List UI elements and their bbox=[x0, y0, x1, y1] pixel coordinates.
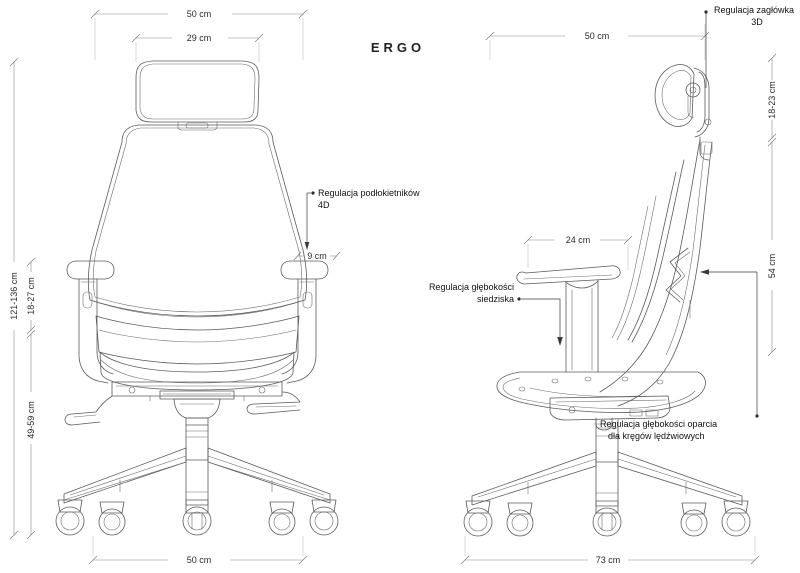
dim-front-headrest-width: 29 cm bbox=[131, 33, 264, 62]
side-gas-lift bbox=[595, 419, 619, 463]
dim-label-front-seat-height: 49-59 cm bbox=[26, 401, 36, 439]
side-armrest bbox=[516, 265, 621, 373]
annotation-armrest: Regulacja podłokietników 4D bbox=[304, 188, 420, 250]
dim-front-armrest-height: 18-27 cm bbox=[26, 257, 36, 335]
dim-label-side-backrest-height: 54 cm bbox=[767, 254, 777, 279]
annotation-headrest-line1: Regulacja zagłówka bbox=[714, 5, 794, 15]
front-armrest-right bbox=[280, 260, 329, 384]
dim-front-top-overall: 50 cm bbox=[90, 9, 308, 60]
dim-label-side-base-depth: 73 cm bbox=[596, 555, 621, 565]
front-backrest bbox=[87, 124, 308, 318]
front-view bbox=[55, 60, 339, 536]
dim-side-seat-depth: 24 cm bbox=[523, 235, 633, 270]
dim-side-backrest-height: 54 cm bbox=[767, 137, 777, 357]
annotation-lumbar-line2: dla kręgów lędźwiowych bbox=[608, 431, 705, 441]
dim-label-side-headrest-travel: 18-23 cm bbox=[767, 81, 777, 119]
dim-label-side-top-depth: 50 cm bbox=[585, 31, 610, 41]
front-base bbox=[63, 447, 331, 506]
annotation-armrest-line2: 4D bbox=[318, 200, 330, 210]
dim-front-total-height: 121-136 cm bbox=[9, 57, 19, 540]
dim-label-front-armrest-gap: 9 cm bbox=[307, 251, 327, 261]
dim-front-armrest-gap: 9 cm bbox=[293, 251, 341, 261]
dim-label-side-seat-depth: 24 cm bbox=[566, 235, 591, 245]
dim-front-seat-height: 49-59 cm bbox=[26, 329, 36, 540]
front-armrest-left bbox=[66, 260, 115, 384]
side-base bbox=[471, 451, 743, 507]
annotation-seat-depth-line1: Regulacja głębokości bbox=[429, 282, 514, 292]
front-tilt-mechanism bbox=[64, 381, 301, 426]
dim-label-front-headrest-width: 29 cm bbox=[187, 33, 212, 43]
annotation-lumbar-line1: Regulacja głębokości oparcia bbox=[600, 419, 717, 429]
dim-label-front-armrest-height: 18-27 cm bbox=[26, 277, 36, 315]
front-gas-lift bbox=[185, 424, 209, 461]
annotation-seat-depth: Regulacja głębokości siedziska bbox=[429, 282, 563, 346]
dim-label-front-total-height: 121-136 cm bbox=[9, 272, 19, 320]
dim-side-top-depth: 50 cm bbox=[485, 24, 710, 60]
annotation-headrest-line2: 3D bbox=[751, 17, 763, 27]
front-lumbar-support bbox=[95, 315, 300, 365]
dim-label-front-top-overall: 50 cm bbox=[187, 9, 212, 19]
side-casters bbox=[463, 500, 751, 537]
side-backrest bbox=[599, 139, 713, 407]
front-casters bbox=[55, 499, 339, 536]
annotation-armrest-line1: Regulacja podłokietników bbox=[318, 188, 420, 198]
dim-side-headrest-travel: 18-23 cm bbox=[767, 53, 777, 143]
sheet-logo: ERGO bbox=[371, 40, 425, 55]
front-headrest bbox=[135, 60, 260, 131]
side-headrest bbox=[654, 64, 713, 161]
dim-label-front-base-width: 50 cm bbox=[187, 555, 212, 565]
annotation-lumbar: Regulacja głębokości oparcia dla kręgów … bbox=[600, 269, 759, 441]
side-lumbar-mechanism bbox=[665, 247, 691, 319]
dim-front-base-width: 50 cm bbox=[88, 536, 308, 565]
dim-side-base-depth: 73 cm bbox=[460, 536, 760, 565]
side-view bbox=[463, 64, 751, 537]
annotation-headrest: Regulacja zagłówka 3D bbox=[704, 5, 794, 88]
side-tilt-mechanism bbox=[549, 395, 671, 431]
front-seat bbox=[99, 351, 295, 391]
side-seat bbox=[496, 371, 706, 413]
annotation-seat-depth-line2: siedziska bbox=[477, 294, 514, 304]
